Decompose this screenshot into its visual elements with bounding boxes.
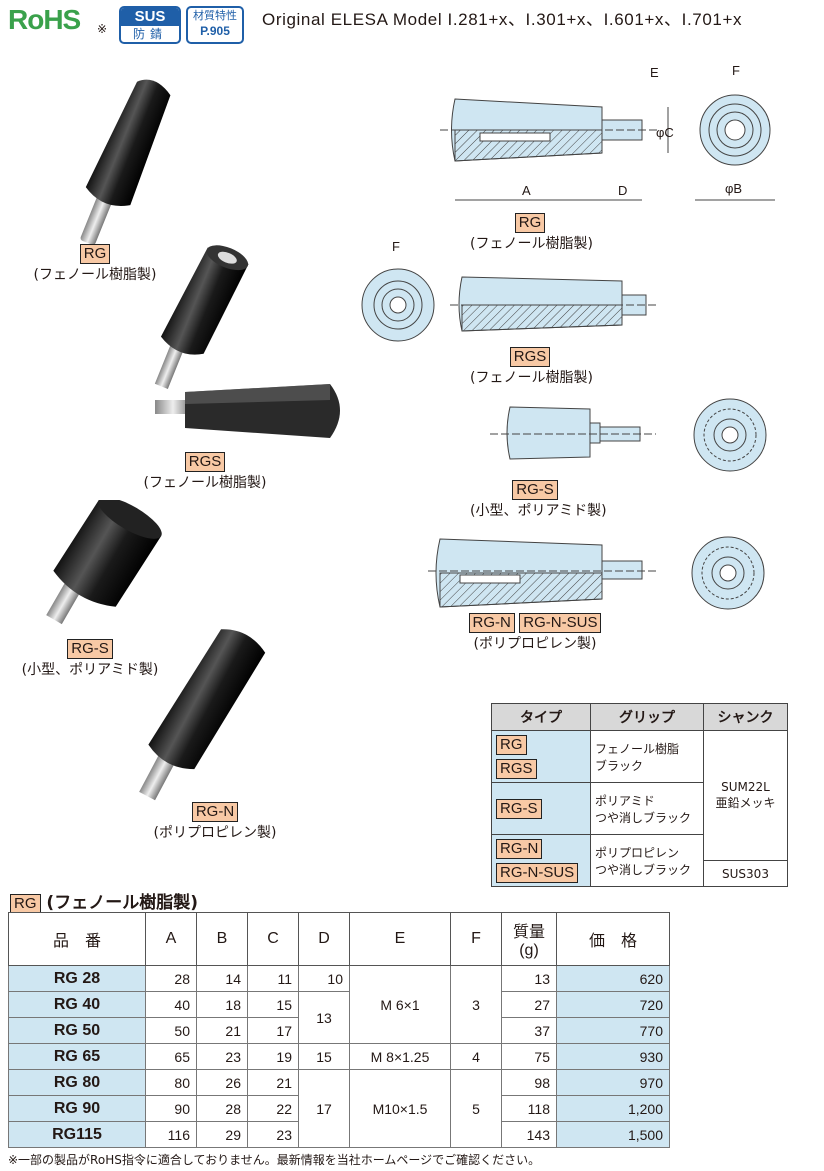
- type-cell: RG-S: [491, 782, 591, 835]
- rgs-drawing-tag: RGS: [509, 347, 551, 367]
- col-name: 品 番: [8, 912, 146, 966]
- col-a: A: [145, 912, 197, 966]
- dim-d-label: D: [618, 183, 627, 198]
- rg-s-drawing-tag: RG-S: [512, 480, 558, 500]
- rg-drawing-tag: RG: [514, 213, 546, 233]
- rgs-drawing-caption: RGS (フェノール樹脂製): [470, 347, 593, 386]
- rg-s-photo-tag: RG-S: [67, 639, 113, 659]
- spec-tag: RG: [10, 894, 41, 914]
- grip-header: グリップ: [590, 703, 704, 731]
- dim-f-label: F: [732, 63, 740, 78]
- footnote: ※一部の製品がRoHS指令に適合しておりません。最新情報を当社ホームページでご確…: [8, 1153, 541, 1167]
- type-cell: RG RGS: [491, 730, 591, 783]
- type-tag-rg-n: RG-N: [496, 838, 543, 859]
- rg-n-drawing-tag: RG-N: [468, 613, 515, 633]
- col-c: C: [247, 912, 299, 966]
- type-tag-rg-n-sus: RG-N-SUS: [496, 862, 579, 883]
- col-price: 価 格: [556, 912, 670, 966]
- technical-drawings: A D φC E φB F F: [361, 63, 775, 610]
- rgs-photo: [154, 245, 340, 438]
- type-tag-rgs: RGS: [496, 758, 537, 779]
- dim-c-label: φC: [656, 125, 674, 140]
- dim-b-label: φB: [725, 181, 742, 196]
- rg-s-photo: [46, 500, 162, 625]
- feature-badge-label: 材質特性: [193, 9, 237, 22]
- dim-f-label-rgs: F: [392, 239, 400, 254]
- rg-drawing-caption: RG (フェノール樹脂製): [470, 213, 593, 252]
- type-tag-rg-s: RG-S: [496, 798, 542, 819]
- rg-photo: [80, 79, 171, 245]
- sus-badge: SUS 防錆: [119, 6, 181, 44]
- col-e: E: [349, 912, 451, 966]
- col-mass: 質量(g): [501, 912, 557, 966]
- col-d: D: [298, 912, 350, 966]
- rg-photo-tag: RG: [79, 244, 111, 264]
- dim-a-label: A: [522, 183, 531, 198]
- rohs-note-mark: ※: [97, 22, 108, 36]
- spec-title: RG (フェノール樹脂製): [10, 888, 198, 914]
- rg-s-drawing-caption: RG-S (小型、ポリアミド製): [470, 480, 607, 519]
- grip-cell: ポリアミドつや消しブラック: [590, 782, 704, 835]
- rg-n-photo-tag: RG-N: [191, 802, 239, 822]
- rg-n-sus-drawing-tag: RG-N-SUS: [519, 613, 602, 633]
- rg-photo-caption: RG (フェノール樹脂製): [33, 244, 157, 283]
- rohs-logo: RoHS: [8, 4, 81, 35]
- type-tag-rg: RG: [496, 734, 527, 755]
- rg-n-photo: [139, 629, 266, 801]
- col-f: F: [450, 912, 502, 966]
- grip-cell: フェノール樹脂ブラック: [590, 730, 704, 783]
- rgs-photo-tag: RGS: [184, 452, 226, 472]
- sus-badge-label: SUS: [121, 8, 179, 26]
- shank-header: シャンク: [703, 703, 788, 731]
- rg-n-drawing-caption: RG-N RG-N-SUS (ポリプロピレン製): [455, 613, 615, 655]
- page-title: Original ELESA Model I.281+x、I.301+x、I.6…: [262, 10, 743, 29]
- dim-e-label: E: [650, 65, 659, 80]
- sus-badge-sub: 防錆: [132, 27, 167, 41]
- col-b: B: [196, 912, 248, 966]
- feature-badge-page: P.905: [200, 24, 230, 38]
- type-header: タイプ: [491, 703, 591, 731]
- material-feature-badge[interactable]: 材質特性 P.905: [186, 6, 244, 44]
- grip-cell: ポリプロピレンつや消しブラック: [590, 834, 704, 887]
- rg-s-photo-caption: RG-S (小型、ポリアミド製): [21, 639, 159, 678]
- type-cell: RG-N RG-N-SUS: [491, 834, 591, 887]
- rgs-photo-caption: RGS (フェノール樹脂製): [143, 452, 267, 491]
- rg-n-photo-caption: RG-N (ポリプロピレン製): [153, 802, 277, 841]
- shank-sus-cell: SUS303: [703, 860, 788, 887]
